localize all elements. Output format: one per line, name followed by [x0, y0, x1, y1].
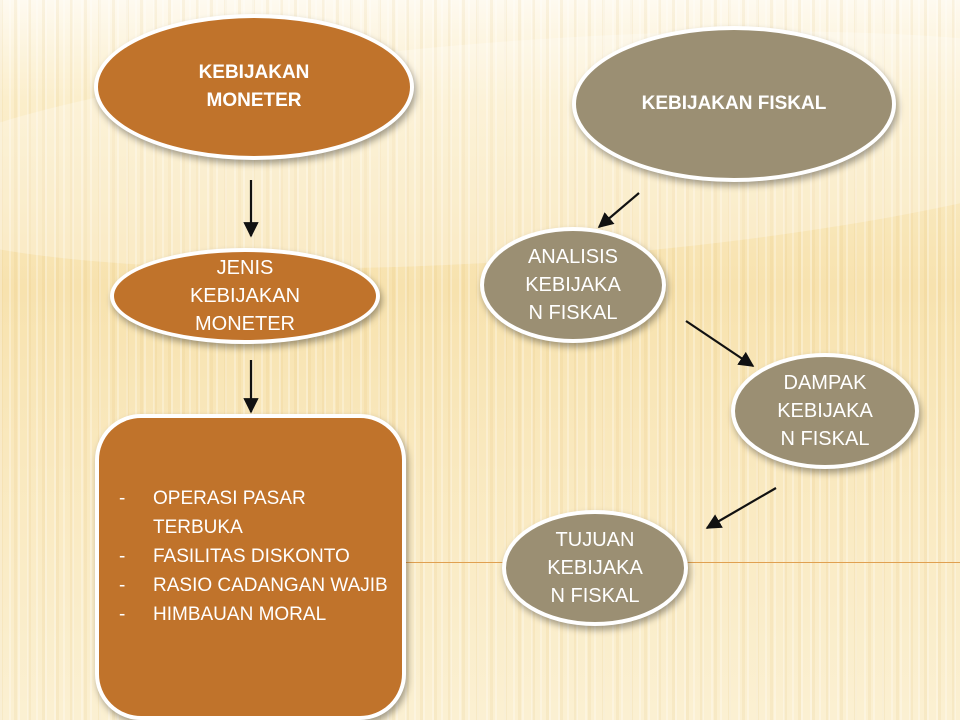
node-kebijakan-moneter: KEBIJAKAN MONETER [94, 14, 414, 160]
list-item: -RASIO CADANGAN WAJIB [119, 575, 388, 596]
instruments-list: -OPERASI PASAR TERBUKA -FASILITAS DISKON… [119, 484, 389, 629]
node-jenis-kebijakan-moneter: JENIS KEBIJAKAN MONETER [110, 248, 380, 344]
node-tujuan-kebijakan-fiskal: TUJUAN KEBIJAKA N FISKAL [502, 510, 688, 626]
node-analisis-kebijakan-fiskal: ANALISIS KEBIJAKA N FISKAL [480, 227, 666, 343]
node-kebijakan-fiskal-label: KEBIJAKAN FISKAL [641, 93, 827, 114]
arrow-fiskal-to-analisis [597, 192, 640, 228]
list-item: -HIMBAUAN MORAL [119, 604, 327, 625]
list-item: -FASILITAS DISKONTO [119, 546, 350, 567]
node-kebijakan-fiskal: KEBIJAKAN FISKAL [572, 26, 896, 182]
node-dampak-kebijakan-fiskal: DAMPAK KEBIJAKA N FISKAL [731, 353, 919, 469]
arrow-analisis-to-dampak [685, 320, 755, 367]
node-kebijakan-moneter-label: KEBIJAKAN MONETER [198, 62, 310, 111]
list-item: -OPERASI PASAR TERBUKA [119, 488, 306, 538]
instruments-box: -OPERASI PASAR TERBUKA -FASILITAS DISKON… [95, 414, 406, 720]
node-dampak-label: DAMPAK KEBIJAKA N FISKAL [777, 372, 873, 450]
node-analisis-label: ANALISIS KEBIJAKA N FISKAL [525, 246, 621, 324]
node-tujuan-label: TUJUAN KEBIJAKA N FISKAL [547, 529, 643, 607]
node-jenis-kebijakan-moneter-label: JENIS KEBIJAKAN MONETER [189, 257, 301, 335]
arrow-dampak-to-tujuan [705, 487, 777, 529]
